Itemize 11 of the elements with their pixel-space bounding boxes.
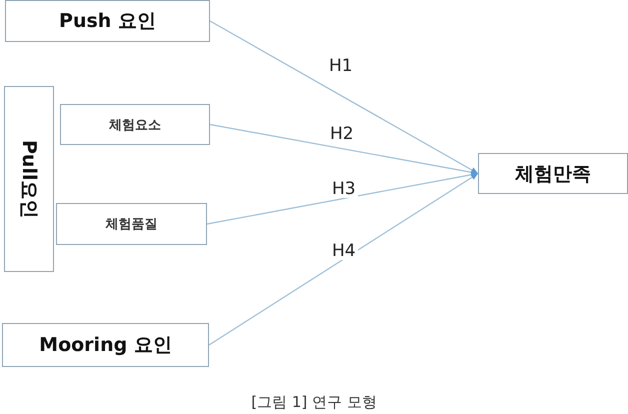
arrow [206, 172, 478, 225]
outcome-box: 체험만족 [478, 153, 628, 194]
factor-box: 체험품질 [56, 203, 207, 245]
arrow [210, 20, 478, 174]
cause-box: Push 요인 [5, 0, 210, 42]
group-box: Pull요인 [4, 86, 54, 272]
arrow [210, 124, 478, 176]
factor-box: 체험요소 [60, 104, 210, 145]
cause-box: Mooring 요인 [2, 323, 209, 367]
arrow [208, 173, 478, 346]
figure-caption: [그림 1] 연구 모형 [251, 393, 377, 411]
